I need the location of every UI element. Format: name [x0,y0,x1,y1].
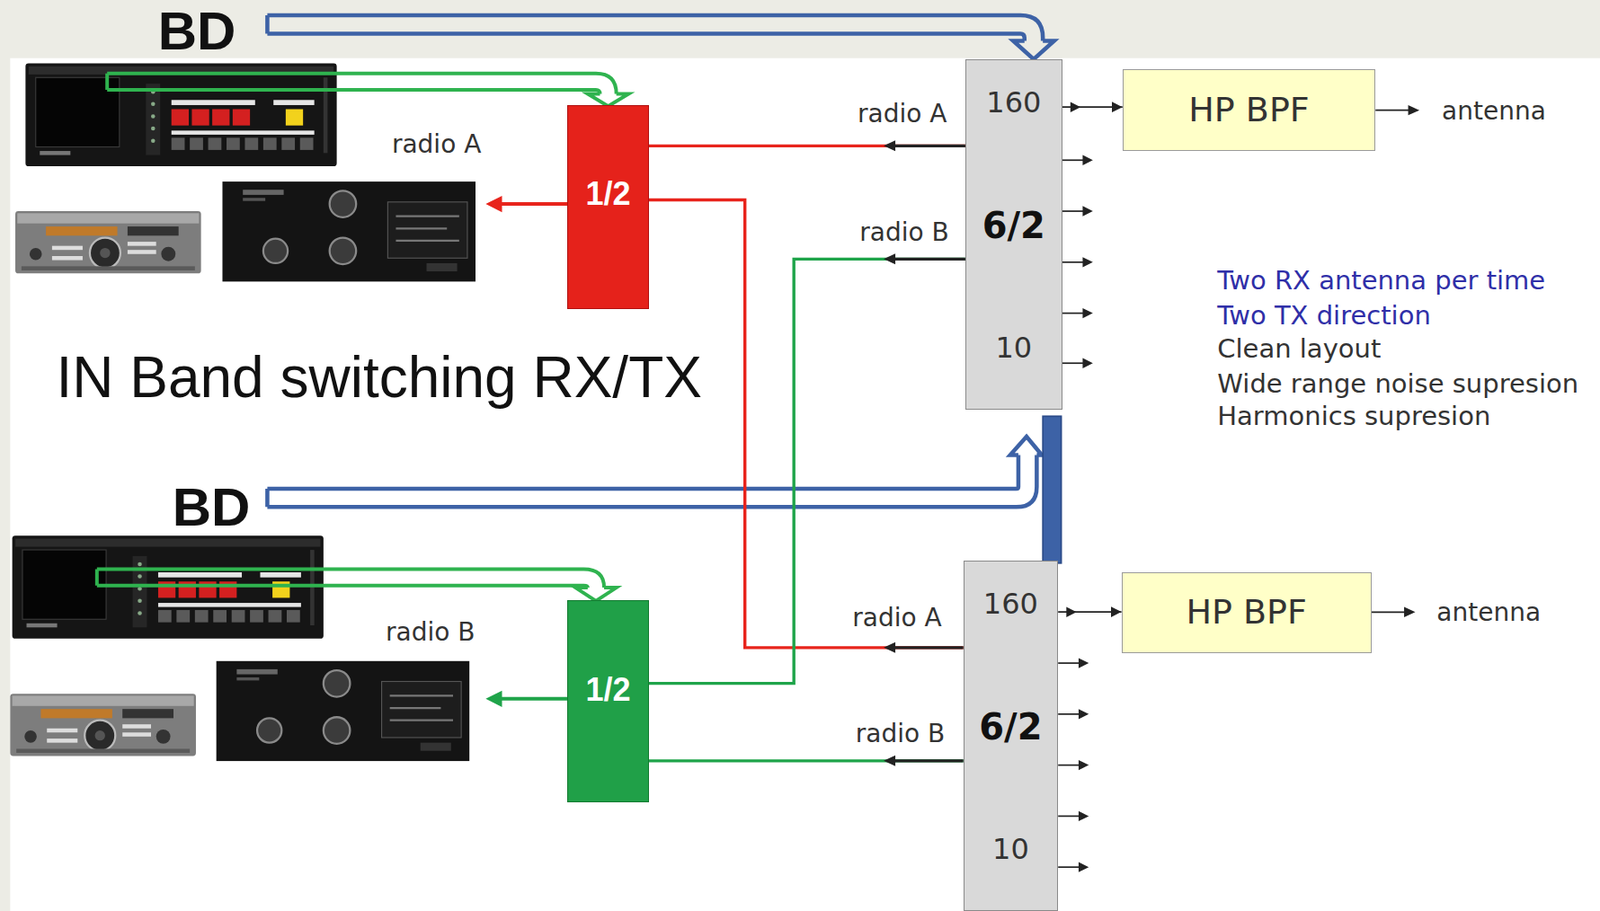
control-arrow [97,569,617,602]
box-text: 6/2 [978,707,1042,747]
port-label: radio A [857,99,947,129]
port-label: radio B [385,618,475,648]
switch-box: 160 6/2 10 [963,560,1059,911]
feed-arrow [485,195,568,708]
splitter-box: 1/2 [567,600,649,804]
amplifier [216,661,471,762]
feature-note: Clean layout [1217,335,1381,365]
port-arrowhead [883,253,896,265]
amplifier [222,181,476,282]
controller-unit [25,62,337,167]
port-label: radio B [859,218,949,248]
port-label: radio A [852,604,942,633]
band-data-arrow [266,436,1042,507]
filter-box: HP BPF [1121,572,1372,654]
transceiver [15,211,202,274]
port-stub [890,144,966,148]
feature-note: Two TX direction [1217,302,1431,331]
port-arrowhead [883,642,896,654]
coax-line [648,258,966,684]
feature-note: Two RX antenna per time [1217,266,1546,296]
box-text: HP BPF [1185,594,1307,632]
coax-line [648,200,964,649]
filter-box: HP BPF [1122,69,1377,152]
switch-box: 160 6/2 10 [965,59,1063,411]
control-label: BD [172,479,251,536]
coax-line [648,144,966,148]
heading-text: IN Band switching RX/TX [55,346,703,409]
data-bus-bar [1042,416,1061,564]
band-data-arrow [266,15,1054,60]
box-text: HP BPF [1188,91,1309,130]
port-arrowhead [883,140,896,152]
box-text: 160 [986,87,1041,119]
feed-line [1057,611,1121,614]
box-text: 160 [983,588,1039,621]
page-ground [9,58,1600,911]
feed-line [1062,106,1123,108]
box-text: 10 [995,332,1032,365]
feature-note: Wide range noise supresion [1217,370,1579,400]
coax-line [648,759,964,763]
control-label: BD [158,2,237,60]
output-label: antenna [1441,97,1547,126]
port-label: radio B [855,720,945,749]
port-stub [890,646,964,649]
control-arrow [106,73,629,107]
box-text: 1/2 [586,176,632,213]
transceiver [9,693,196,756]
port-arrowhead [883,755,896,767]
switch-outputs [1057,102,1094,873]
output-label: antenna [1436,598,1541,628]
port-stub [890,759,964,763]
box-text: 6/2 [982,205,1046,246]
box-text: 1/2 [586,672,632,709]
splitter-box: 1/2 [567,105,649,310]
box-text: 10 [992,834,1030,866]
port-stub [890,257,966,261]
port-label: radio A [391,130,481,160]
feature-note: Harmonics supresion [1217,402,1491,432]
